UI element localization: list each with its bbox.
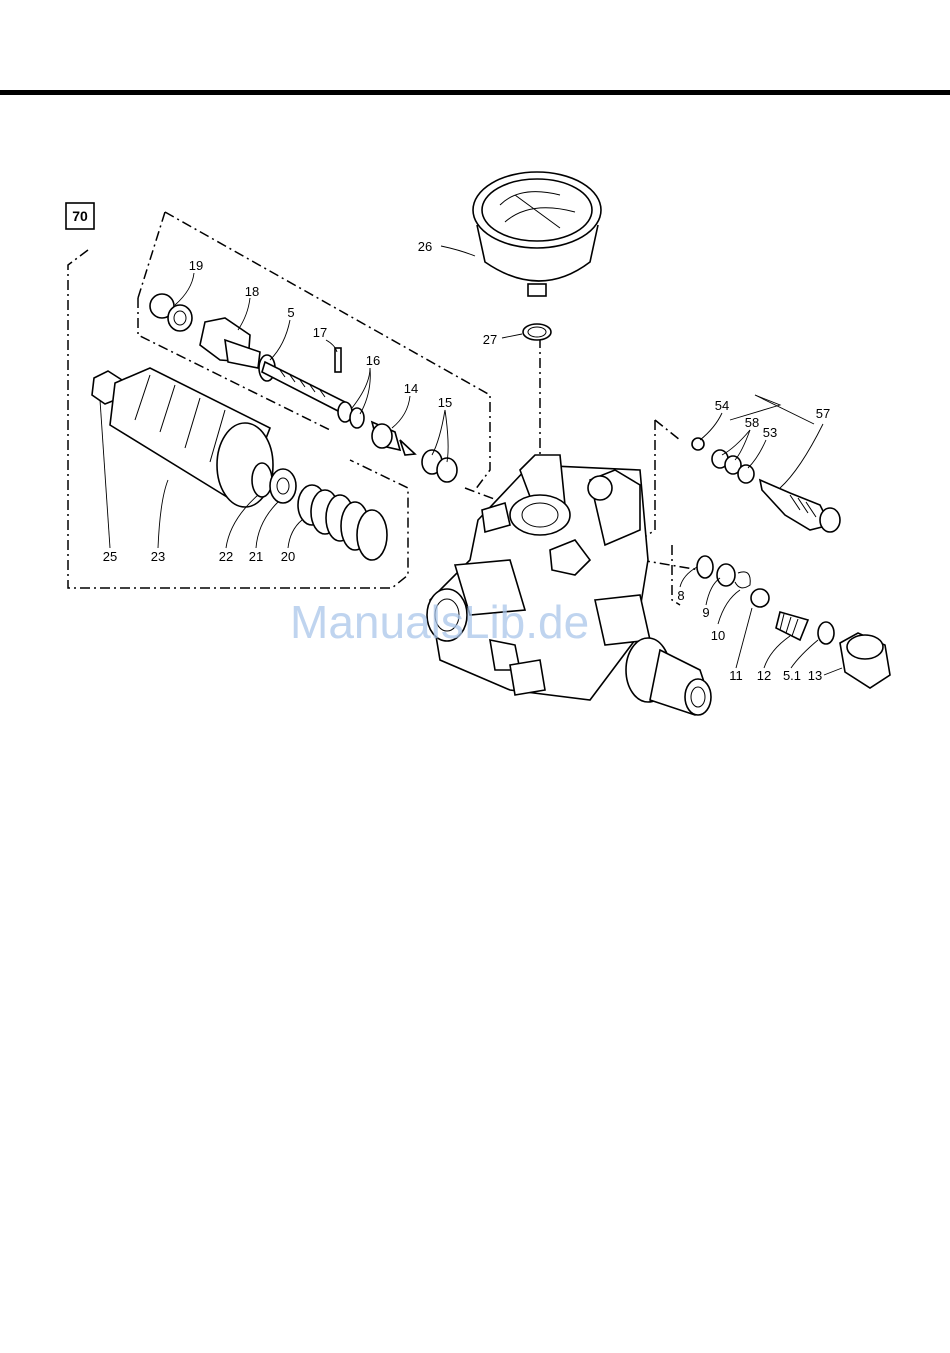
- adjust-knob-23: [110, 368, 273, 507]
- part-label-54: 54: [715, 398, 729, 413]
- part-label-5-1: 5.1: [783, 668, 801, 683]
- part-label-26: 26: [418, 239, 432, 254]
- o-rings-16: [338, 402, 364, 428]
- o-rings-15: [422, 450, 457, 482]
- piston-rod-5: [262, 362, 345, 412]
- o-ring-27: [523, 324, 551, 340]
- part-label-15: 15: [438, 395, 452, 410]
- part-label-14: 14: [404, 381, 418, 396]
- part-label-25: 25: [103, 549, 117, 564]
- part-label-27: 27: [483, 332, 497, 347]
- part-label-20: 20: [281, 549, 295, 564]
- part-label-19: 19: [189, 258, 203, 273]
- part-label-5: 5: [287, 305, 294, 320]
- pressure-gauge: [473, 172, 601, 296]
- part-label-57: 57: [816, 406, 830, 421]
- pin-17: [335, 348, 341, 372]
- part-label-22: 22: [219, 549, 233, 564]
- watermark: ManualsLib.de: [290, 596, 589, 648]
- part-label-11: 11: [729, 668, 743, 683]
- part-label-12: 12: [757, 668, 771, 683]
- part-label-17: 17: [313, 325, 327, 340]
- part-label-13: 13: [808, 668, 822, 683]
- spring-20: [298, 485, 387, 560]
- part-label-21: 21: [249, 549, 263, 564]
- header-rule: [0, 90, 950, 95]
- part-label-9: 9: [702, 605, 709, 620]
- part-label-10: 10: [711, 628, 725, 643]
- nut-19: [150, 294, 192, 331]
- part-label-53: 53: [763, 425, 777, 440]
- part-label-16: 16: [366, 353, 380, 368]
- assembly-number-label: 70: [72, 208, 88, 224]
- pump-manifold: [427, 455, 711, 715]
- part-label-23: 23: [151, 549, 165, 564]
- part-label-8: 8: [677, 588, 684, 603]
- assembly-number-box: 70: [66, 203, 94, 229]
- valve-parts-57: [692, 438, 840, 532]
- part-label-18: 18: [245, 284, 259, 299]
- spring-seat-21: [270, 469, 296, 503]
- part-label-58: 58: [745, 415, 759, 430]
- washer-22: [252, 463, 272, 497]
